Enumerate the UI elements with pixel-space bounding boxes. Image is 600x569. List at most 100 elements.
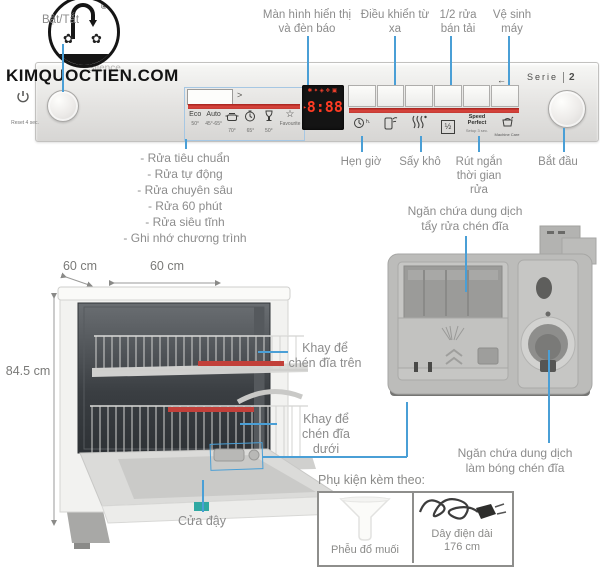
detergent-callout: Ngăn chứa dung dịch tẩy rửa chén đĩa bbox=[407, 204, 523, 233]
height-dimension: 84.5 cm bbox=[5, 364, 51, 378]
machine-care-button[interactable] bbox=[491, 85, 520, 107]
machine-clean-callout: Vệ sinh máy bbox=[492, 9, 532, 35]
star-icon: ☆ bbox=[285, 109, 295, 120]
half-load-icon: ½ bbox=[441, 116, 455, 134]
callout-line-rinse bbox=[548, 350, 550, 443]
display-status-icons: ✱✦◈❖▣ bbox=[302, 88, 344, 94]
svg-text:®: ® bbox=[101, 2, 107, 11]
rinse-icon: ✦ bbox=[313, 88, 320, 94]
callout-line-detergent bbox=[465, 236, 467, 292]
dishwasher-image bbox=[51, 272, 342, 549]
upper-rack[interactable] bbox=[92, 335, 308, 377]
wifi-icon: ◈ bbox=[319, 88, 326, 94]
program-glass[interactable]: 50° bbox=[260, 109, 278, 134]
extra-dry-button[interactable] bbox=[405, 85, 434, 107]
callout-line-power bbox=[62, 44, 64, 92]
callout-line-display bbox=[307, 36, 309, 85]
callout-line-programs bbox=[185, 139, 187, 149]
machine-care-icon: Machine Care bbox=[493, 114, 521, 137]
led-display: ✱✦◈❖▣ ▸8:88 bbox=[302, 85, 344, 130]
callout-line-lower-rack bbox=[240, 423, 277, 425]
series-number: 2 bbox=[563, 72, 575, 83]
brand-text: Silence bbox=[88, 63, 121, 74]
power-icon bbox=[17, 91, 29, 103]
callout-line-timer bbox=[361, 136, 363, 152]
lower-rack-callout: Khay để chén đĩa dưới bbox=[302, 412, 350, 456]
logo-chord bbox=[51, 54, 117, 65]
program-indicator-window bbox=[187, 89, 233, 105]
program-intensive[interactable]: 70° bbox=[223, 109, 241, 134]
depth-dimension: 60 cm bbox=[62, 259, 98, 273]
callout-line-start bbox=[563, 128, 565, 152]
width-dimension: 60 cm bbox=[149, 259, 185, 273]
shorten-callout: Rút ngắn thời gian rửa bbox=[455, 156, 503, 196]
watermark-text: KIMQUOCTIEN.COM bbox=[6, 66, 179, 85]
back-arrow-icon: ← bbox=[497, 75, 506, 85]
half-load-callout: 1/2 rửa bán tải bbox=[439, 9, 477, 35]
program-list-item: - Rửa 60 phút bbox=[147, 199, 223, 213]
energy-sticker bbox=[194, 502, 209, 511]
door-dispenser bbox=[213, 448, 245, 462]
clock-1h-icon bbox=[244, 109, 256, 126]
salt-funnel-image bbox=[339, 496, 391, 541]
options-red-bar bbox=[349, 108, 519, 113]
callout-line-dry bbox=[420, 136, 422, 152]
callout-line-shorten bbox=[478, 136, 480, 152]
dry-callout: Sấy khô bbox=[399, 156, 441, 168]
power-button[interactable] bbox=[47, 90, 79, 122]
svg-text:✿: ✿ bbox=[91, 31, 102, 46]
program-list-item: - Rửa tự động bbox=[147, 167, 223, 181]
care-icon: ▣ bbox=[331, 88, 339, 94]
program-favourite[interactable]: ☆ Favourite bbox=[279, 109, 301, 127]
program-list-item: - Rửa siêu tĩnh bbox=[145, 215, 225, 229]
callout-line-door bbox=[202, 480, 204, 512]
machine-base bbox=[66, 506, 110, 549]
accessories-divider bbox=[412, 491, 414, 563]
power-callout: Bật/Tắt bbox=[42, 14, 80, 26]
timer-icon: h. bbox=[350, 116, 374, 134]
depth-arrow bbox=[60, 272, 93, 288]
program-list-item: - Ghi nhớ chương trình bbox=[123, 231, 247, 245]
rinse-callout: Ngăn chứa dung dịch làm bóng chén đĩa bbox=[457, 446, 573, 475]
accessories-title: Phụ kiện kèm theo: bbox=[318, 473, 426, 487]
program-list-item: - Rửa tiêu chuẩn bbox=[140, 151, 230, 165]
flap-release-button[interactable] bbox=[477, 347, 499, 365]
salt-icon: ❖ bbox=[325, 88, 332, 94]
reset-label: Reset 4 sec. bbox=[11, 120, 39, 126]
display-callout: Màn hình hiển thị và đèn báo bbox=[262, 9, 352, 35]
extra-dry-icon bbox=[411, 115, 427, 134]
program-list: - Rửa tiêu chuẩn - Rửa tự động - Rửa chu… bbox=[95, 150, 275, 246]
timer-button[interactable] bbox=[348, 85, 376, 107]
speed-perfect-button[interactable] bbox=[462, 85, 491, 107]
faucet-icon: ✿ ✿ ® bbox=[63, 2, 107, 46]
callout-line-upper-rack bbox=[258, 351, 288, 353]
dispenser-closeup-image bbox=[387, 225, 597, 396]
program-60min[interactable]: 65° bbox=[241, 109, 259, 134]
timer-callout: Hẹn giờ bbox=[340, 156, 382, 168]
callout-line-dispenser-h bbox=[262, 456, 407, 458]
program-red-bar bbox=[188, 104, 300, 109]
start-button[interactable] bbox=[548, 90, 586, 128]
half-load-button[interactable] bbox=[434, 85, 462, 107]
glass-icon bbox=[263, 109, 275, 126]
door-dispenser-highlight bbox=[209, 442, 264, 471]
flap-chevrons bbox=[445, 348, 463, 365]
svg-text:✿: ✿ bbox=[63, 31, 74, 46]
arrow-indicator: ▸ bbox=[303, 104, 307, 111]
watermark-logo: ✿ ✿ ® bbox=[48, 0, 120, 68]
callout-line-half bbox=[450, 36, 452, 85]
funnel-label: Phễu đổ muối bbox=[331, 544, 399, 556]
power-cord-image bbox=[418, 498, 507, 520]
program-auto[interactable]: Auto 45°-65° bbox=[205, 111, 222, 127]
remote-callout: Điều khiển từ xa bbox=[360, 9, 430, 35]
program-list-item: - Rửa chuyên sâu bbox=[137, 183, 233, 197]
pot-icon bbox=[225, 109, 239, 126]
callout-line-dispenser-v bbox=[406, 402, 408, 457]
start-callout: Bắt đầu bbox=[538, 156, 578, 168]
display-digits: ▸8:88 bbox=[303, 98, 343, 116]
callout-line-remote bbox=[394, 36, 396, 85]
remote-start-button[interactable] bbox=[376, 85, 405, 107]
program-eco[interactable]: Eco 50° bbox=[189, 111, 202, 127]
